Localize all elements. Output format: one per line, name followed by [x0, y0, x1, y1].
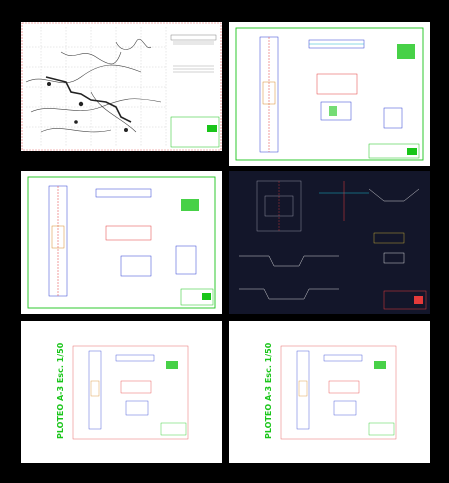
title-block-header: [170, 34, 217, 41]
plan-view: [296, 350, 310, 430]
title-block-logo: [207, 125, 217, 132]
sheet-border: [21, 22, 222, 151]
plan-view: [88, 350, 102, 430]
cross-sections: [239, 188, 420, 300]
title-block: [368, 422, 395, 436]
map-contours: [25, 38, 162, 133]
sheet-plot-layout-1[interactable]: PLOTEO A-3 Esc. 1/50: [21, 321, 222, 463]
map-roads: [45, 76, 132, 132]
plan-view: [48, 185, 68, 297]
title-block: [368, 143, 420, 159]
detail-section: [175, 245, 197, 275]
section-views: [323, 354, 363, 416]
section-hatch: [329, 106, 337, 116]
section-view-top: [319, 181, 369, 221]
title-block-logo: [202, 293, 211, 300]
sheet-plot-layout-2[interactable]: PLOTEO A-3 Esc. 1/50: [229, 321, 430, 463]
plan-view: [259, 36, 279, 153]
plot-scale-label: PLOTEO A-3 Esc. 1/50: [56, 342, 65, 439]
section-views: [308, 39, 365, 121]
detail-drawing-2: [235, 27, 424, 161]
section-views: [115, 354, 155, 416]
plot-drawing-5: PLOTEO A-3 Esc. 1/50: [56, 342, 189, 440]
sheet-detail-2[interactable]: [229, 22, 430, 166]
title-block-lines: [173, 41, 214, 73]
plot-scale-label: PLOTEO A-3 Esc. 1/50: [264, 342, 273, 439]
plot-area-frame: [72, 345, 189, 440]
title-block-logo: [407, 148, 417, 155]
table: [373, 232, 405, 244]
detail-drawing-4: [239, 180, 427, 310]
notes-box: [374, 361, 386, 369]
title-block: [180, 288, 214, 306]
detail-section: [383, 107, 403, 129]
sheet-location-map[interactable]: [21, 22, 222, 151]
plan-view: [256, 180, 302, 232]
section-views: [95, 188, 152, 277]
title-block-logo: [414, 296, 423, 304]
notes-box: [166, 361, 178, 369]
detail-drawing-3: [27, 176, 216, 309]
title-block: [170, 116, 220, 148]
sheet-detail-3[interactable]: [21, 171, 222, 314]
legend-box: [383, 252, 405, 264]
plot-area-frame: [280, 345, 397, 440]
map-grid: [26, 27, 167, 146]
sheet-frame: [27, 176, 216, 309]
title-block: [160, 422, 187, 436]
sheet-detail-4-dark[interactable]: [229, 171, 430, 314]
plot-drawing-6: PLOTEO A-3 Esc. 1/50: [264, 342, 397, 440]
notes-box: [397, 44, 415, 59]
notes-box: [181, 199, 199, 211]
sheet-frame: [235, 27, 424, 161]
location-map-drawing: [21, 22, 222, 151]
title-block: [383, 290, 427, 310]
